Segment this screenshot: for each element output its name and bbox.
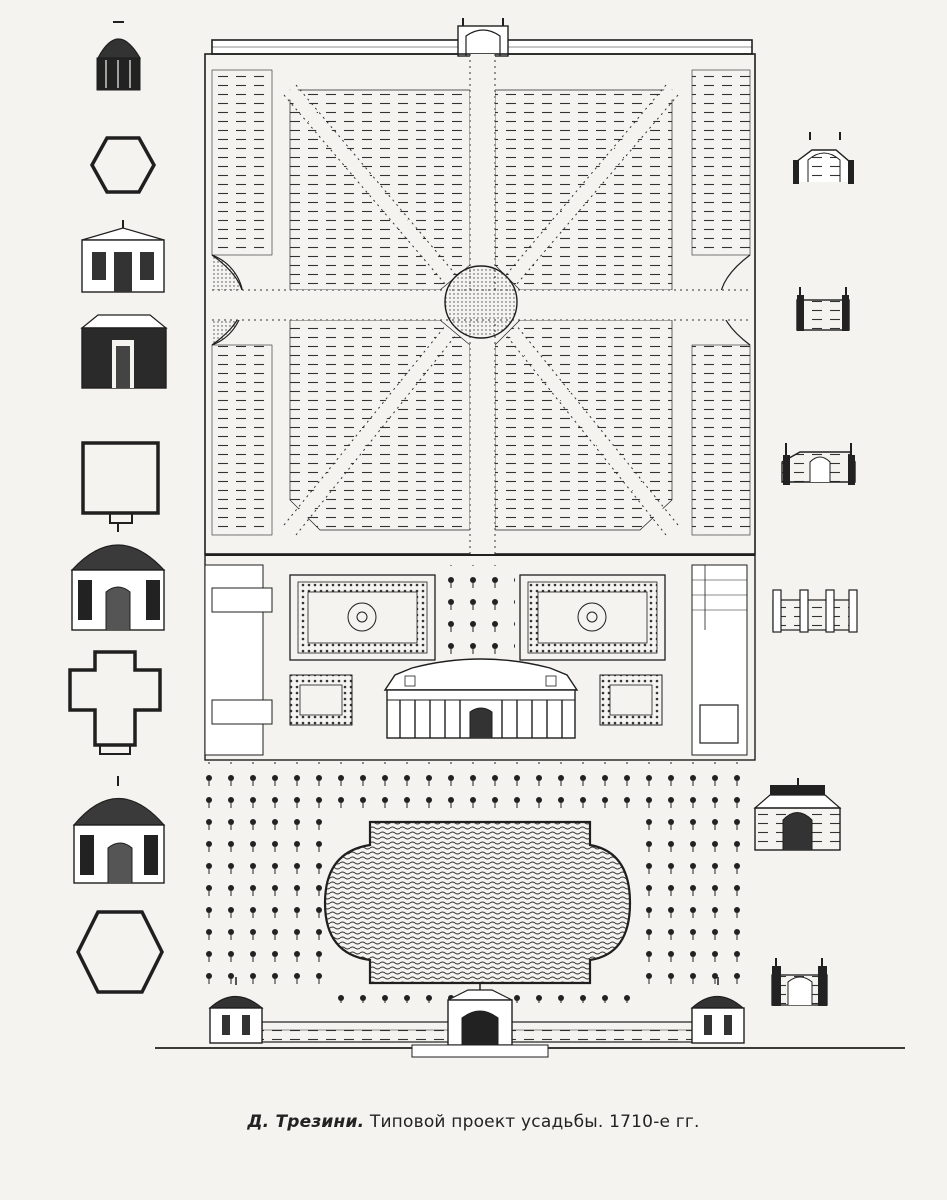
fence-columns-icon bbox=[772, 589, 858, 633]
gate-icon bbox=[793, 132, 854, 184]
pavilion-south-right bbox=[690, 977, 745, 1044]
caption-text: Типовой проект усадьбы. 1710-е гг. bbox=[364, 1112, 700, 1132]
north-gate bbox=[457, 18, 509, 57]
cross-plan-icon bbox=[68, 650, 162, 755]
hexagon-plan-2-icon bbox=[76, 910, 164, 994]
right-column-designs bbox=[753, 132, 858, 1006]
gate-pillars-icon bbox=[781, 443, 856, 485]
square-plan-icon bbox=[81, 441, 160, 524]
small-house-elevation-icon bbox=[81, 220, 165, 293]
south-wall bbox=[155, 977, 905, 1058]
parterre-right bbox=[519, 574, 666, 726]
south-main-gate bbox=[411, 982, 549, 1058]
central-rondpoint bbox=[444, 265, 518, 339]
caption-author: Д. Трезини. bbox=[247, 1112, 365, 1132]
gate-narrow-icon bbox=[771, 958, 828, 1006]
domed-pavilion-icon bbox=[70, 522, 166, 631]
lower-garden bbox=[205, 762, 740, 1003]
arched-gate-icon bbox=[753, 778, 842, 851]
manor-house bbox=[383, 658, 579, 739]
gazebo-roof-icon bbox=[96, 21, 142, 91]
estate-plan-engraving bbox=[68, 18, 905, 1058]
domed-pavilion-2-icon bbox=[72, 776, 166, 884]
estate-plan bbox=[155, 18, 905, 1058]
parterre-left bbox=[289, 574, 436, 726]
gate-small-icon bbox=[796, 287, 850, 331]
pond bbox=[323, 820, 632, 985]
pavilion-south-left bbox=[208, 977, 264, 1044]
pavilion-elevation-icon bbox=[80, 314, 168, 389]
left-column-designs bbox=[68, 21, 168, 994]
hexagon-plan-icon bbox=[89, 136, 157, 194]
caption: Д. Трезини. Типовой проект усадьбы. 1710… bbox=[0, 1112, 947, 1132]
